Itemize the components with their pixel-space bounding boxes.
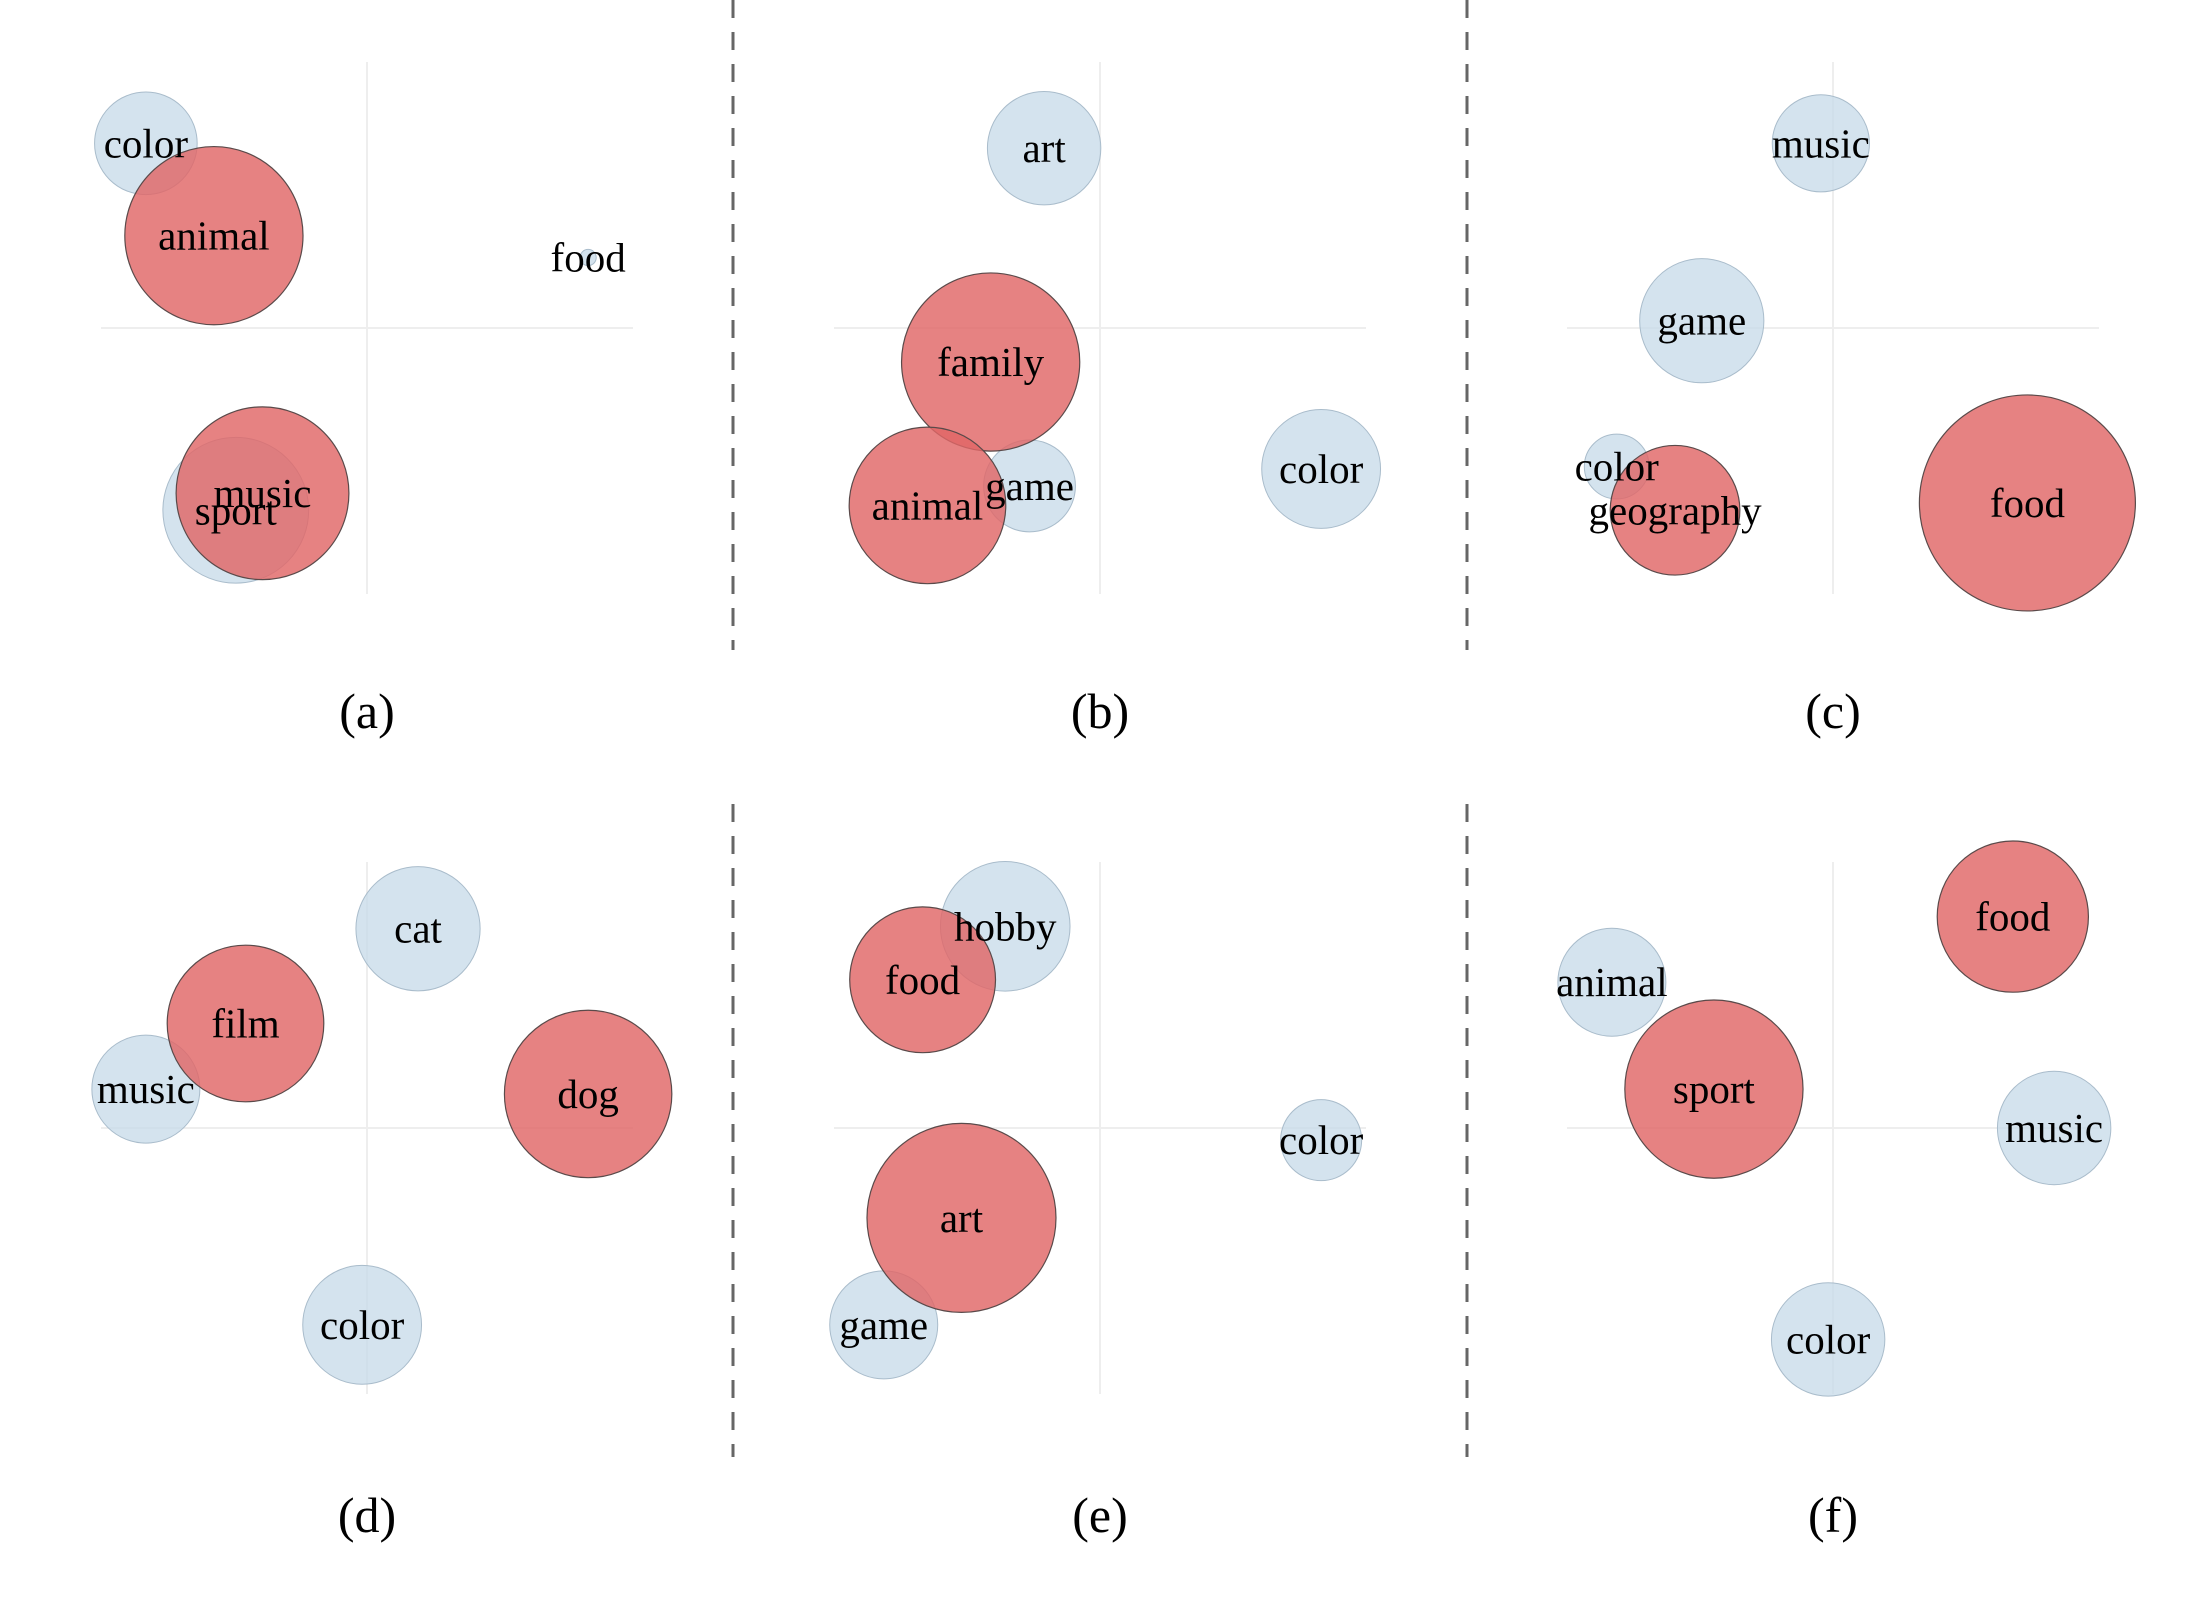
bubble-label: dog bbox=[557, 1071, 619, 1117]
panel-caption: (e) bbox=[1072, 1487, 1128, 1543]
bubble-label: geography bbox=[1589, 487, 1763, 533]
bubble-label: food bbox=[551, 235, 626, 281]
panel-caption: (c) bbox=[1805, 683, 1861, 739]
bubble-label: game bbox=[839, 1302, 928, 1348]
bubble-label: color bbox=[1279, 446, 1364, 492]
bubble-label: music bbox=[2005, 1105, 2103, 1151]
bubble-art bbox=[986, 90, 1102, 206]
panel-caption: (f) bbox=[1808, 1487, 1858, 1543]
bubble-music bbox=[1771, 94, 1870, 193]
bubble-label: food bbox=[885, 957, 960, 1003]
panel-f: food animal sport music color (f) bbox=[1556, 840, 2112, 1543]
panel-e: hobby food color art game (e) bbox=[829, 861, 1366, 1543]
bubble-label: color bbox=[320, 1302, 405, 1348]
bubble-dog bbox=[503, 1009, 673, 1179]
bubble-music bbox=[91, 1034, 201, 1144]
bubble-label: sport bbox=[1673, 1066, 1756, 1112]
bubble-geography bbox=[1609, 444, 1741, 576]
bubble-food bbox=[1918, 394, 2137, 612]
bubble-label: music bbox=[1772, 120, 1870, 166]
bubble-label: food bbox=[1990, 480, 2065, 526]
bubble-sport bbox=[1624, 999, 1804, 1179]
panel-caption: (a) bbox=[339, 683, 395, 739]
bubble-label: film bbox=[211, 1001, 279, 1047]
bubble-label: color bbox=[1575, 444, 1660, 490]
bubble-label: art bbox=[1022, 125, 1066, 171]
bubble-family bbox=[900, 272, 1081, 452]
bubble-color bbox=[1261, 409, 1382, 529]
bubble-label: animal bbox=[1556, 959, 1668, 1005]
panel-d: cat film music dog color (d) bbox=[91, 862, 673, 1543]
panel-caption: (d) bbox=[338, 1487, 396, 1543]
bubble-art bbox=[866, 1122, 1057, 1314]
bubble-label: color bbox=[1786, 1316, 1871, 1362]
bubble-cat bbox=[355, 866, 481, 992]
bubble-color bbox=[302, 1264, 423, 1385]
bubble-label: animal bbox=[872, 482, 984, 528]
bubble-label: animal bbox=[158, 213, 270, 259]
bubble-label: hobby bbox=[954, 903, 1057, 949]
bubble-label: family bbox=[937, 339, 1045, 385]
bubble-label: music bbox=[97, 1066, 195, 1112]
bubble-label: game bbox=[985, 463, 1074, 509]
bubble-label: food bbox=[1975, 894, 2050, 940]
bubble-label: color bbox=[104, 120, 189, 166]
bubble-label: art bbox=[940, 1195, 984, 1241]
panel-dividers bbox=[731, 0, 1469, 1457]
bubble-color bbox=[1280, 1099, 1363, 1182]
bubble-label: game bbox=[1657, 298, 1746, 344]
panel-caption: (b) bbox=[1071, 683, 1129, 739]
bubble-film bbox=[166, 944, 325, 1103]
bubble-animal bbox=[124, 145, 304, 326]
bubble-label: color bbox=[1279, 1117, 1364, 1163]
bubble-game bbox=[1639, 258, 1765, 384]
bubble-food bbox=[849, 906, 997, 1054]
bubble-music bbox=[175, 406, 350, 581]
bubble-label: music bbox=[214, 470, 312, 516]
bubble-animal bbox=[848, 426, 1007, 585]
bubble-color bbox=[1770, 1282, 1886, 1397]
bubble-label: sport bbox=[195, 487, 278, 533]
bubble-music bbox=[1996, 1070, 2112, 1186]
bubble-food bbox=[1936, 840, 2090, 993]
bubble-label: cat bbox=[394, 906, 442, 952]
bubble-food bbox=[579, 248, 597, 267]
bubble-animal bbox=[1557, 927, 1667, 1037]
